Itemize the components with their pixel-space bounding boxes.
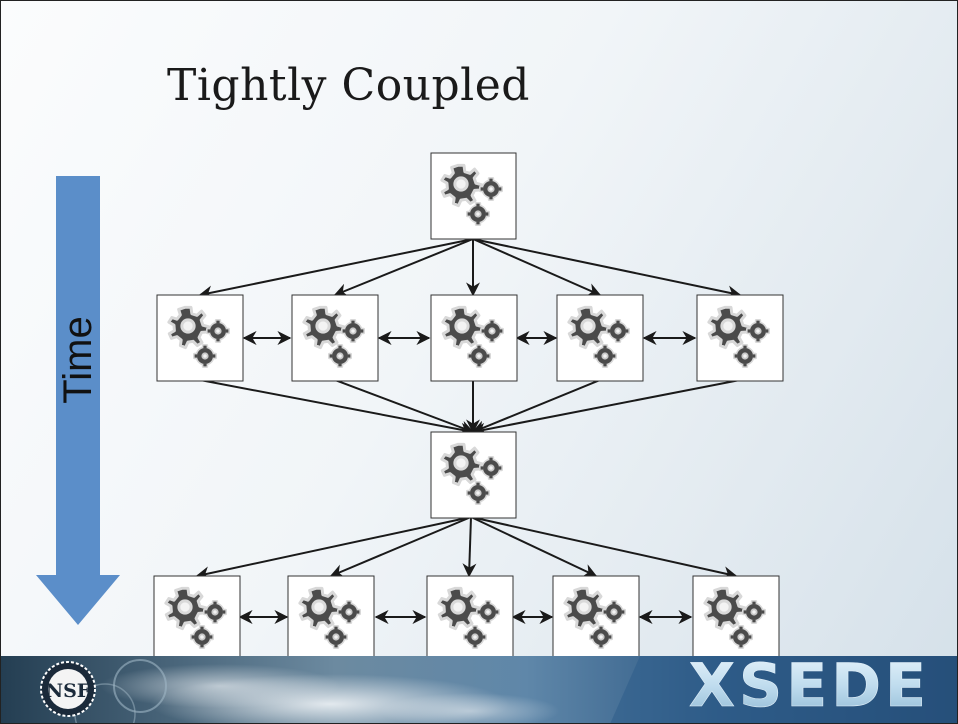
task-node-row2-4	[552, 575, 640, 663]
xsede-logo: XSEDE	[688, 656, 930, 721]
task-node-sync	[430, 431, 517, 519]
fan-out-arrows-2	[195, 516, 738, 581]
time-label: Time	[56, 316, 100, 403]
task-node-row1-2	[291, 294, 379, 382]
task-node-root	[430, 152, 517, 240]
task-node-row1-1	[156, 294, 244, 382]
nsf-logo: NSF	[40, 661, 96, 717]
slide-title: Tightly Coupled	[167, 60, 530, 111]
fan-out-arrows-1	[198, 238, 742, 300]
task-node-row2-1	[153, 575, 241, 663]
task-node-row1-4	[556, 294, 644, 382]
svg-text:XSEDE: XSEDE	[689, 656, 930, 721]
task-node-row2-2	[287, 575, 375, 663]
task-node-row2-5	[692, 575, 780, 663]
task-node-row1-3	[430, 294, 518, 382]
task-node-row2-3	[426, 575, 514, 663]
task-node-row1-5	[696, 294, 784, 382]
time-arrow: Time	[36, 176, 120, 625]
svg-text:NSF: NSF	[46, 680, 91, 702]
fan-in-arrows	[199, 379, 741, 437]
footer-banner: NSF XSEDE	[0, 656, 958, 724]
